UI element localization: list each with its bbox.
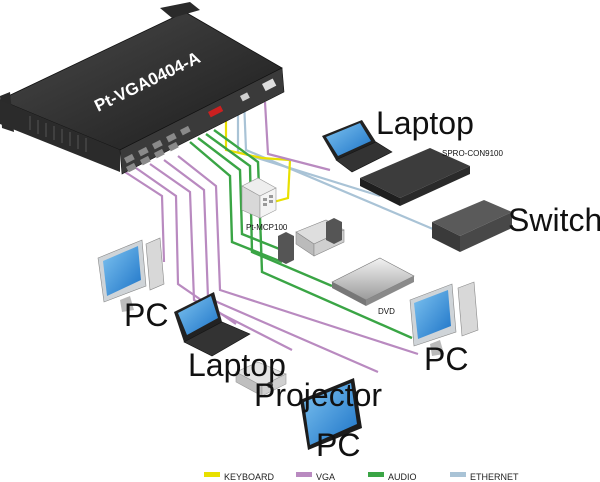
label-laptop-bottom: Laptop [188, 347, 286, 383]
legend-swatch-vga [296, 472, 312, 477]
legend-label-keyboard: KEYBOARD [224, 472, 275, 482]
pc-right [409, 281, 479, 356]
label-pc-bottom: PC [316, 427, 360, 463]
legend: KEYBOARD VGA AUDIO ETHERNET [204, 472, 519, 482]
label-spro-con9100: SPRO-CON9100 [442, 149, 503, 158]
laptop-top [322, 120, 393, 173]
legend-label-ethernet: ETHERNET [470, 472, 519, 482]
label-pc-left: PC [124, 297, 168, 333]
legend-label-vga: VGA [316, 472, 335, 482]
matrix-switcher-device: Pt-VGA0404-A [0, 2, 285, 175]
laptop-bottom [174, 292, 251, 357]
pt-mcp100-panel [241, 177, 277, 219]
label-laptop-top: Laptop [376, 105, 474, 141]
label-projector: Projector [254, 377, 382, 413]
legend-label-audio: AUDIO [388, 472, 417, 482]
label-dvd: DVD [378, 307, 395, 316]
legend-swatch-audio [368, 472, 384, 477]
legend-swatch-ethernet [450, 472, 466, 477]
label-pt-mcp100: Pt-MCP100 [246, 223, 288, 232]
pc-bottom-monitor [300, 378, 362, 450]
legend-swatch-keyboard [204, 472, 220, 477]
projector [235, 361, 287, 397]
label-pc-right: PC [424, 341, 468, 377]
audio-amplifier [278, 218, 345, 264]
pc-left [97, 237, 165, 312]
spro-con9100-device [360, 148, 470, 206]
label-switch: Switch [508, 202, 600, 238]
dvd-player [331, 257, 415, 306]
vga-cables [121, 101, 419, 374]
ethernet-switch-device [432, 200, 512, 252]
